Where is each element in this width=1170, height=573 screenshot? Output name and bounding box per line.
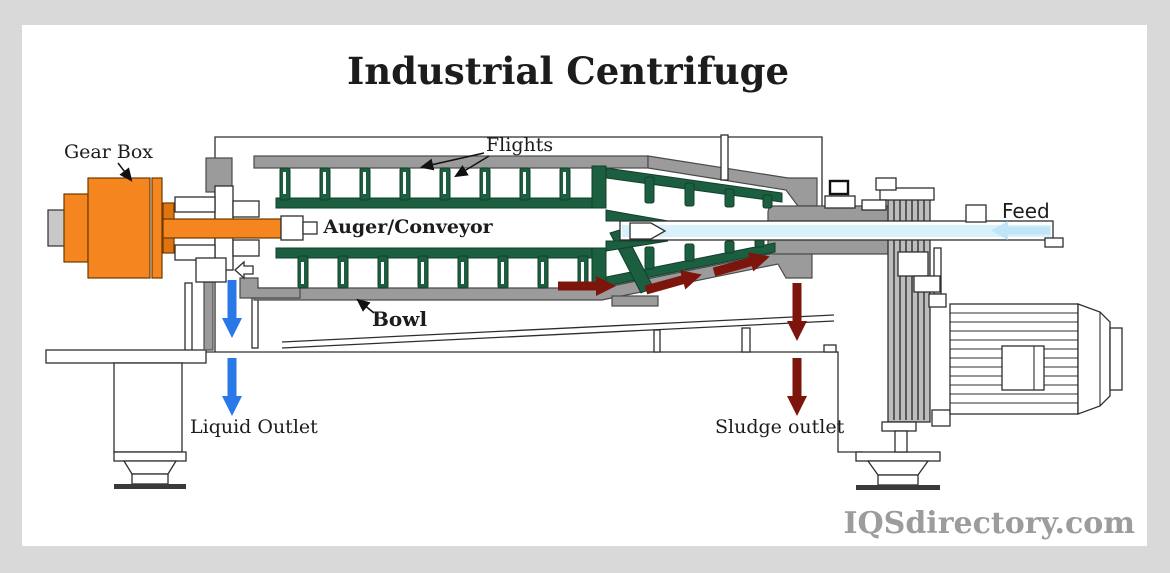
sludge-outlet-label: Sludge outlet [715,416,845,438]
bowl-bottom-wall [253,251,813,301]
gear-box-label: Gear Box [64,141,153,163]
bowl-pointer [356,298,375,314]
left-support-leg [45,349,207,489]
flights-label: Flights [486,134,553,156]
vent-pipe [720,134,729,181]
gear-box-body [87,177,151,279]
auger-conveyor-label: Auger/Conveyor [322,216,493,238]
flights-top [279,167,571,201]
feed-label: Feed [1002,199,1050,223]
auger-conveyor [275,165,783,294]
flights-pointer-1 [419,152,485,171]
drive-shaft [162,218,282,239]
motor [928,247,1123,427]
left-foot-base [114,484,186,489]
cone-brackets [824,179,941,293]
flights-bottom [297,255,589,289]
auger-cone [591,165,783,294]
motor-end-cap [1077,303,1111,415]
motor-junction-box [1001,345,1045,391]
flow-arrows [222,221,1050,416]
flights-pointer-2 [454,155,490,178]
labels: Gear Box Flights Auger/Conveyor Bowl Liq… [64,134,1050,438]
flow-direction-arrow [234,260,254,280]
watermark: IQSdirectory.com [844,506,1136,541]
right-foot-base [856,485,940,490]
auger-hub-bottom [275,247,607,259]
gear-box-pointer [117,162,133,182]
feed-arrow [991,221,1050,240]
feed-distributor [629,222,667,240]
right-support-foot [855,451,941,490]
bowl-label: Bowl [372,307,427,331]
gear-box [47,177,318,283]
feed-tube [619,204,1064,248]
bowl-top-wall [253,155,649,169]
page-title: Industrial Centrifuge [347,49,789,93]
liquid-outlet-label: Liquid Outlet [190,416,318,438]
